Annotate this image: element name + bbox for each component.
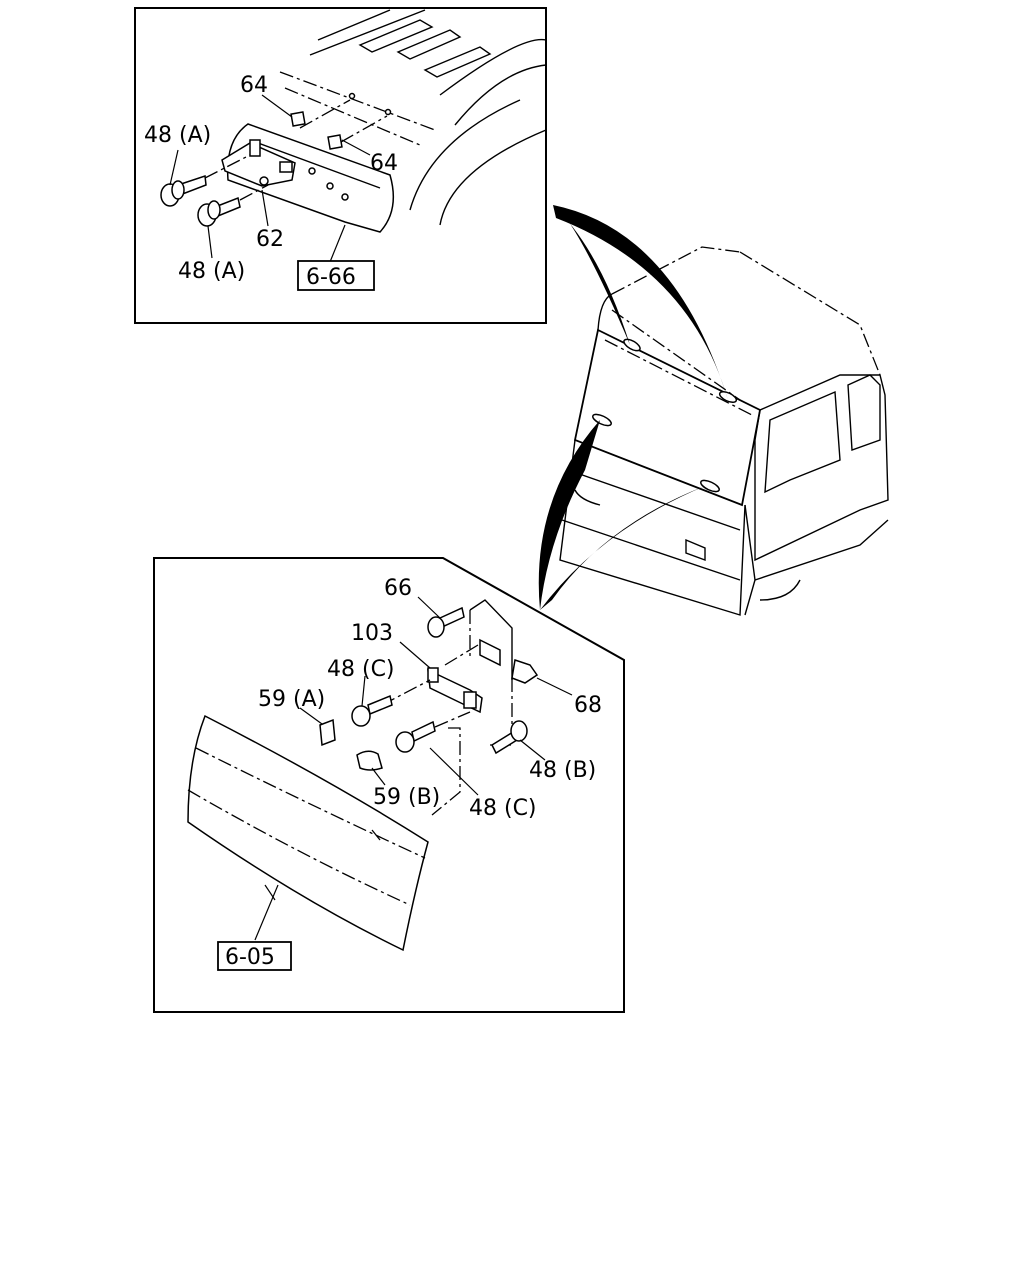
bolt-48c-mid: [395, 720, 436, 753]
callout-48c-left: 48 (C): [327, 657, 395, 682]
pointer-arrows: [538, 205, 728, 610]
callout-103: 103: [351, 621, 393, 646]
bottom-inset: 66 103 48 (C) 59 (A) 68 48 (B) 59 (B) 48…: [153, 557, 625, 1013]
callout-64-right: 64: [370, 151, 398, 176]
bolt-48b: [491, 720, 528, 755]
top-inset: 64 64 48 (A) 62 48 (A) 6-66: [134, 7, 547, 324]
bolt-66: [427, 606, 465, 638]
callout-48c-mid: 48 (C): [469, 796, 537, 821]
callout-66: 66: [384, 576, 412, 601]
ref-box-6-05: [217, 941, 292, 971]
bolt-48a-lower: [197, 196, 241, 227]
truck-cab-illustration: [559, 246, 889, 616]
callout-64-upper: 64: [240, 73, 268, 98]
callout-48a-upper: 48 (A): [144, 123, 211, 148]
bolt-48c-left: [351, 694, 393, 727]
callout-62: 62: [256, 227, 284, 252]
ref-label-6-05: 6-05: [225, 945, 275, 970]
callout-59b: 59 (B): [373, 785, 440, 810]
ref-label-6-66: 6-66: [306, 265, 356, 290]
callout-59a: 59 (A): [258, 687, 325, 712]
callout-68: 68: [574, 693, 602, 718]
callout-48b: 48 (B): [529, 758, 596, 783]
ref-box-6-66: [297, 260, 375, 291]
callout-48a-lower: 48 (A): [178, 259, 245, 284]
